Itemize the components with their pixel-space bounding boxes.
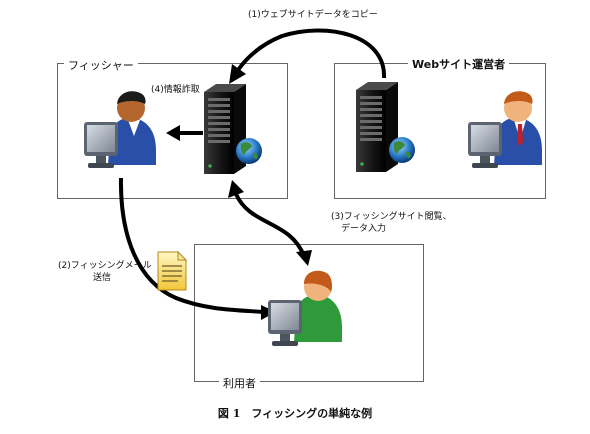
- arrow-step2: [118, 177, 265, 314]
- operator-globe-icon: [389, 137, 415, 163]
- arrow-step3-head-bottom: [296, 250, 312, 266]
- phisher-title: フィッシャー: [64, 57, 138, 73]
- step4-label: (4)情報詐取: [151, 85, 200, 95]
- step1-label: (1)ウェブサイトデータをコピー: [248, 10, 378, 20]
- step3-label-line2: データ入力: [341, 224, 387, 234]
- user-person-icon: [268, 270, 342, 346]
- phisher-box: [57, 63, 288, 199]
- step2-label-line1: (2)フィッシングメール: [58, 261, 152, 271]
- arrow-step1-head: [229, 64, 246, 84]
- operator-person-icon: [468, 91, 542, 168]
- operator-title: Webサイト運営者: [408, 56, 510, 72]
- mail-document-icon: [157, 250, 188, 291]
- figure-caption: 図 1 フィッシングの単純な例: [217, 407, 373, 420]
- phisher-person-icon: [84, 91, 156, 168]
- operator-server-icon: [356, 82, 398, 172]
- phisher-server-icon: [204, 84, 246, 174]
- step2-label-line2: 送信: [93, 273, 112, 283]
- user-title: 利用者: [219, 375, 260, 391]
- arrow-step3-head-top: [228, 180, 244, 198]
- phisher-globe-icon: [236, 138, 262, 164]
- arrow-step4-head: [166, 125, 180, 141]
- arrow-step3: [234, 193, 306, 257]
- user-box: [194, 244, 424, 382]
- step3-label-line1: (3)フィッシングサイト閲覧、: [331, 212, 452, 222]
- arrow-step1: [236, 28, 387, 79]
